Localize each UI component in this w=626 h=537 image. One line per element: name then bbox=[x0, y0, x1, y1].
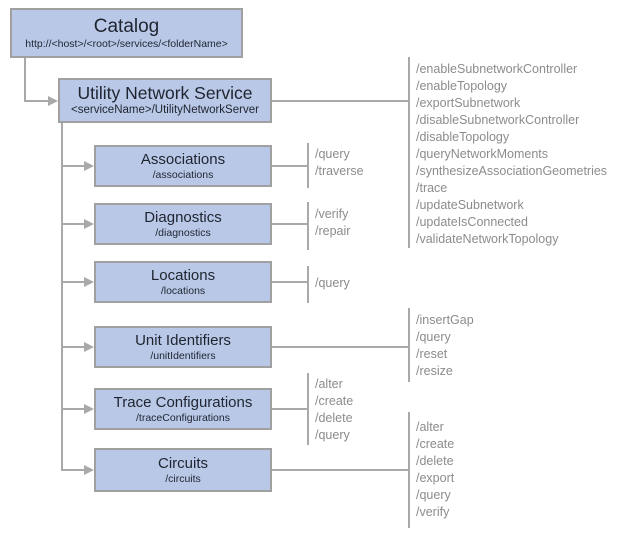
connector-branch-diagnostics bbox=[61, 223, 84, 225]
arrowhead-icon bbox=[48, 96, 58, 106]
resource-node-diagnostics: Diagnostics /diagnostics bbox=[94, 203, 272, 245]
connector-ops-trace-configurations bbox=[272, 408, 307, 410]
connector-service-trunk bbox=[61, 123, 63, 471]
resource-node-locations: Locations /locations bbox=[94, 261, 272, 303]
service-node: Utility Network Service <serviceName>/Ut… bbox=[58, 78, 272, 123]
arrowhead-icon bbox=[84, 342, 94, 352]
arrowhead-icon bbox=[84, 404, 94, 414]
ops-list-locations: /query bbox=[315, 276, 350, 290]
connector-ops-associations bbox=[272, 165, 307, 167]
resource-path: /circuits bbox=[165, 473, 201, 486]
resource-path: /unitIdentifiers bbox=[150, 350, 216, 363]
resource-node-unit-identifiers: Unit Identifiers /unitIdentifiers bbox=[94, 326, 272, 368]
catalog-title: Catalog bbox=[93, 15, 160, 37]
resource-title: Trace Configurations bbox=[113, 393, 253, 411]
ops-bar-unit-identifiers bbox=[408, 308, 410, 382]
resource-title: Unit Identifiers bbox=[135, 331, 231, 349]
resource-node-associations: Associations /associations bbox=[94, 145, 272, 187]
ops-bar-circuits bbox=[408, 412, 410, 528]
resource-path: /diagnostics bbox=[155, 227, 211, 240]
arrowhead-icon bbox=[84, 219, 94, 229]
resource-path: /locations bbox=[160, 285, 206, 298]
resource-path: /traceConfigurations bbox=[136, 412, 230, 425]
resource-title: Circuits bbox=[157, 454, 208, 472]
resource-title: Associations bbox=[140, 150, 226, 168]
resource-title: Locations bbox=[150, 266, 216, 284]
connector-branch-associations bbox=[61, 165, 84, 167]
ops-bar-diagnostics bbox=[307, 202, 309, 250]
connector-ops-unit-identifiers bbox=[272, 346, 408, 348]
connector-ops-circuits bbox=[272, 469, 408, 471]
resource-node-trace-configurations: Trace Configurations /traceConfiguration… bbox=[94, 388, 272, 430]
ops-list-circuits: /alter /create /delete /export /query /v… bbox=[416, 420, 455, 519]
resource-title: Diagnostics bbox=[144, 208, 222, 226]
ops-list-unit-identifiers: /insertGap /query /reset /resize bbox=[416, 313, 474, 378]
arrowhead-icon bbox=[84, 277, 94, 287]
service-path: <serviceName>/UtilityNetworkServer bbox=[71, 104, 259, 117]
catalog-url: http://<host>/<root>/services/<folderNam… bbox=[25, 38, 228, 51]
service-title: Utility Network Service bbox=[77, 83, 253, 104]
ops-list-associations: /query /traverse bbox=[315, 147, 364, 178]
connector-branch-circuits bbox=[61, 469, 84, 471]
ops-bar-service bbox=[408, 57, 410, 248]
ops-list-trace-configurations: /alter /create /delete /query bbox=[315, 377, 354, 442]
arrowhead-icon bbox=[84, 161, 94, 171]
connector-branch-locations bbox=[61, 281, 84, 283]
resource-path: /associations bbox=[152, 169, 214, 182]
ops-bar-trace-configurations bbox=[307, 373, 309, 445]
ops-list-diagnostics: /verify /repair bbox=[315, 207, 351, 238]
ops-bar-locations bbox=[307, 266, 309, 303]
connector-catalog-vertical bbox=[24, 58, 26, 101]
ops-bar-associations bbox=[307, 143, 309, 188]
connector-branch-trace-configurations bbox=[61, 408, 84, 410]
connector-ops-diagnostics bbox=[272, 223, 307, 225]
resource-node-circuits: Circuits /circuits bbox=[94, 448, 272, 492]
connector-branch-unit-identifiers bbox=[61, 346, 84, 348]
ops-list-service: /enableSubnetworkController /enableTopol… bbox=[416, 62, 608, 246]
arrowhead-icon bbox=[84, 465, 94, 475]
connector-ops-service bbox=[272, 100, 408, 102]
connector-catalog-horizontal bbox=[24, 100, 50, 102]
connector-ops-locations bbox=[272, 281, 307, 283]
catalog-node: Catalog http://<host>/<root>/services/<f… bbox=[10, 8, 243, 58]
